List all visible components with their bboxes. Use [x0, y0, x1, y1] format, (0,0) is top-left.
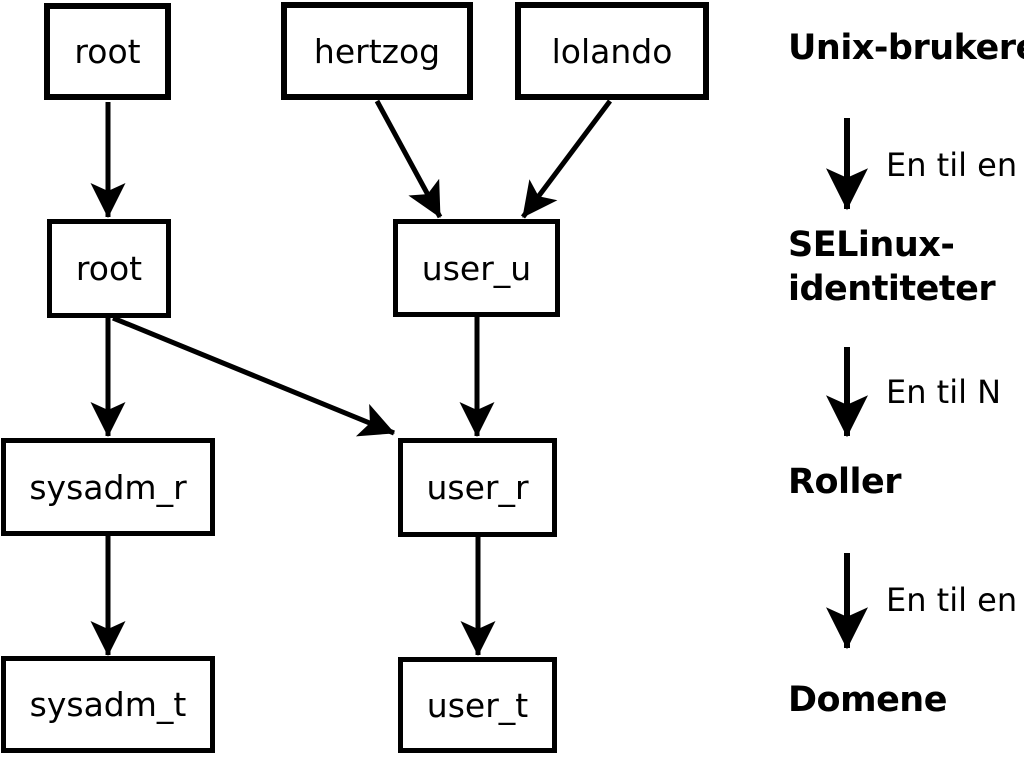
- legend-caption-one-to-one-1: En til en: [886, 146, 1018, 184]
- legend-level-selinux-identities-line2: identiteter: [788, 269, 996, 309]
- node-domain-sysadm_t: sysadm_t: [1, 656, 215, 753]
- node-unix-hertzog: hertzog: [281, 2, 473, 100]
- edge-selinux-root-to-role-user_r: [112, 315, 395, 437]
- legend-level-selinux-identities: SELinux- identiteter: [788, 223, 996, 311]
- legend-level-domains: Domene: [788, 680, 947, 720]
- node-role-user_r: user_r: [398, 438, 557, 537]
- edge-unix-lolando-to-selinux-user_u: [521, 99, 612, 219]
- node-selinux-user_u: user_u: [393, 219, 560, 317]
- legend-caption-one-to-n: En til N: [886, 373, 1002, 411]
- legend-level-roles: Roller: [788, 462, 902, 502]
- node-unix-lolando: lolando: [515, 2, 709, 100]
- node-role-sysadm_r: sysadm_r: [1, 438, 215, 536]
- node-selinux-root: root: [47, 219, 171, 318]
- node-unix-root: root: [44, 3, 171, 100]
- edge-unix-hertzog-to-selinux-user_u: [374, 99, 443, 219]
- legend-caption-one-to-one-2: En til en: [886, 581, 1018, 619]
- node-domain-user_t: user_t: [398, 657, 557, 753]
- legend-level-selinux-identities-line1: SELinux-: [788, 225, 955, 265]
- legend-level-unix-users: Unix-brukere: [788, 28, 1024, 68]
